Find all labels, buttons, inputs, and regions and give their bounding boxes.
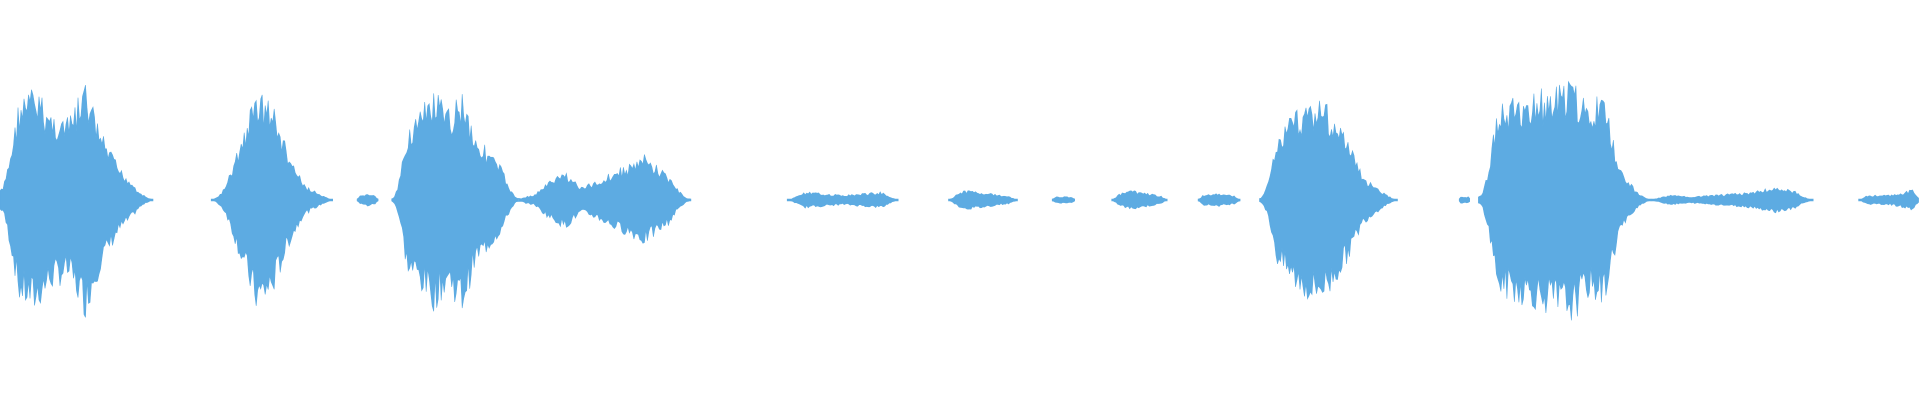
waveform-segment-4 — [391, 93, 518, 312]
waveform-segment-9 — [1111, 190, 1168, 210]
waveform-segment-14 — [1650, 187, 1814, 214]
waveform-segment-15 — [1858, 189, 1919, 211]
waveform-segment-12 — [1458, 196, 1470, 204]
waveform-segments — [0, 80, 1919, 321]
waveform-segment-1 — [0, 85, 154, 318]
waveform-segment-6 — [786, 191, 899, 209]
waveform-segment-11 — [1259, 100, 1398, 300]
waveform-segment-7 — [948, 190, 1018, 210]
waveform-segment-5 — [518, 154, 692, 244]
waveform-segment-8 — [1051, 196, 1075, 204]
waveform-segment-3 — [356, 194, 379, 207]
waveform-segment-10 — [1197, 193, 1241, 207]
waveform-segment-2 — [210, 94, 333, 306]
